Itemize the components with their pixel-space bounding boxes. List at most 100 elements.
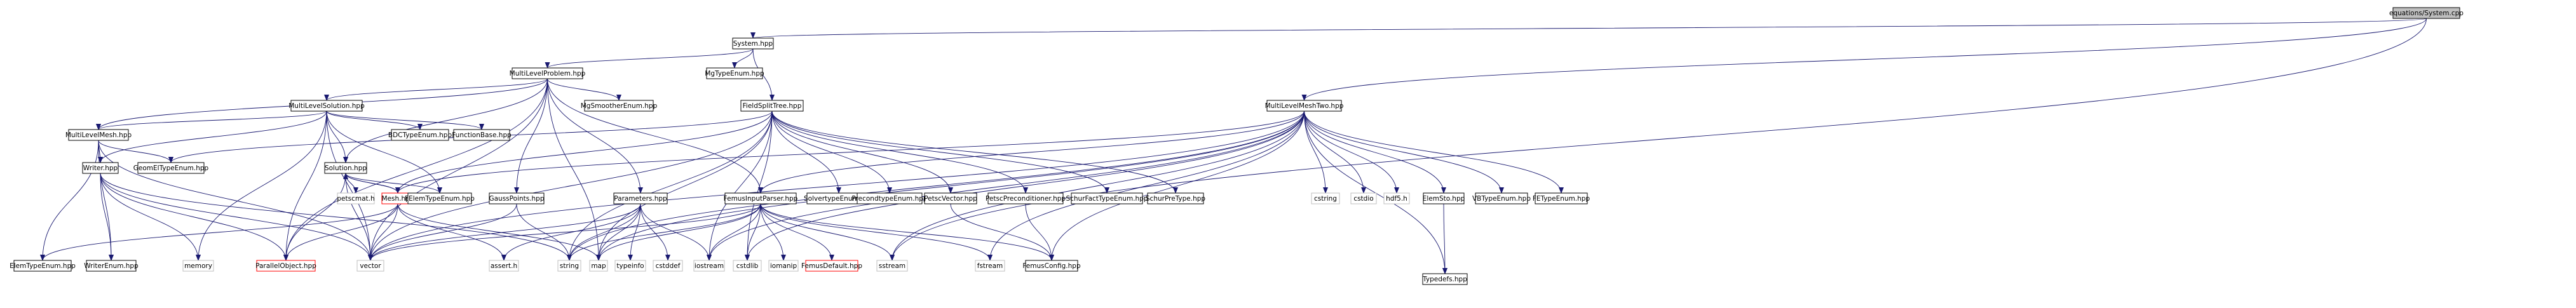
node-box [805, 260, 858, 272]
node-elemtype[interactable]: ElemTypeEnum.hpp [10, 260, 76, 272]
node-label: PetscVector.hpp [924, 195, 977, 203]
node-mlmesh[interactable]: MultiLevelMesh.hpp [65, 129, 132, 141]
node-box [876, 260, 908, 272]
node-fst[interactable]: FieldSplitTree.hpp [740, 100, 804, 112]
node-precond[interactable]: PrecondtypeEnum.hpp [851, 192, 928, 204]
node-box [337, 192, 375, 204]
node-petscmat[interactable]: petscmat.h [337, 192, 375, 204]
node-sstream[interactable]: sstream [876, 260, 908, 272]
node-label: FemusDefault.hpp [801, 262, 862, 270]
node-bdc[interactable]: BDCTypeEnum.hpp [388, 129, 452, 141]
node-solvertype[interactable]: SolvertypeEnum.hpp [804, 192, 874, 204]
node-params[interactable]: Parameters.hpp [613, 192, 668, 204]
node-elemsto[interactable]: ElemSto.hpp [1423, 192, 1465, 204]
node-mgtype[interactable]: MgTypeEnum.hpp [705, 67, 764, 79]
edge-writer-to-memory [100, 173, 201, 261]
edge-femusparser-to-iomanip [760, 203, 786, 261]
edge-mlmesh-to-writerenum [98, 140, 114, 261]
edge-mlmeshtwo-to-cstdio [1304, 110, 1366, 194]
edge-mlsol-to-felem [326, 110, 442, 194]
node-schurpre[interactable]: SchurPreType.hpp [1146, 192, 1206, 204]
node-femusparser[interactable]: FemusInputParser.hpp [724, 192, 798, 204]
node-mgsmoother[interactable]: MgSmootherEnum.hpp [581, 100, 658, 112]
node-typedefs[interactable]: Typedefs.hpp [1422, 273, 1468, 285]
edge-fst-to-precond [771, 110, 892, 194]
node-vbtype[interactable]: VBTypeEnum.hpp [1472, 192, 1531, 204]
edge-petscprec-to-femusconfig [1025, 203, 1054, 261]
edge-mesh-to-parobj [283, 203, 398, 261]
node-petscvec[interactable]: PetscVector.hpp [924, 192, 977, 204]
edge-solution-to-vector [345, 173, 373, 261]
node-map[interactable]: map [589, 260, 608, 272]
node-writer[interactable]: Writer.hpp [82, 162, 119, 174]
node-box [693, 260, 725, 272]
edge-mlmeshtwo-to-vbtype [1304, 110, 1504, 194]
edge-mlp-to-mgsmoother [547, 78, 621, 101]
node-asserth[interactable]: assert.h [489, 260, 519, 272]
edge-mlsol-to-bdc [326, 110, 423, 130]
edge-mlp-to-map [547, 78, 601, 261]
edge-mlp-to-mlsol [324, 78, 548, 101]
edge-layer [40, 18, 2427, 274]
node-label: Mesh.hpp [382, 195, 414, 203]
node-system[interactable]: System.hpp [732, 37, 774, 50]
node-gauss[interactable]: GaussPoints.hpp [489, 192, 545, 204]
edge-petscvec-to-femusconfig [950, 203, 1054, 261]
node-typeinfo[interactable]: typeinfo [614, 260, 646, 272]
node-label: SolvertypeEnum.hpp [804, 195, 874, 203]
node-box [407, 192, 472, 204]
node-label: cstdlib [736, 262, 759, 270]
node-geomel[interactable]: GeomElTypeEnum.hpp [133, 162, 209, 174]
node-box [68, 129, 129, 141]
node-box [1147, 192, 1204, 204]
node-label: Parameters.hpp [614, 195, 667, 203]
node-mlsol[interactable]: MultiLevelSolution.hpp [288, 100, 365, 112]
node-cstdio[interactable]: cstdio [1350, 192, 1377, 204]
node-box [1422, 273, 1468, 285]
node-label: FunctionBase.hpp [452, 131, 512, 139]
node-box [589, 260, 608, 272]
node-root[interactable]: equations/System.cpp [2389, 7, 2464, 19]
node-iostream[interactable]: iostream [693, 260, 725, 272]
node-label: FieldSplitTree.hpp [743, 102, 802, 110]
node-memory[interactable]: memory [182, 260, 214, 272]
edge-mlp-to-vector [368, 78, 548, 261]
edge-femusparser-to-vector [368, 203, 761, 261]
node-femusconfig[interactable]: FemusConfig.hpp [1022, 260, 1081, 272]
edge-fst-to-map [596, 110, 773, 261]
node-schurfact[interactable]: SchurFactTypeEnum.hpp [1066, 192, 1148, 204]
node-box [732, 37, 774, 50]
node-iomanip[interactable]: iomanip [768, 260, 799, 272]
node-writerenum[interactable]: WriterEnum.hpp [84, 260, 139, 272]
edge-mlsol-to-solution [326, 110, 348, 163]
node-label: map [591, 262, 606, 270]
node-label: fstream [977, 262, 1003, 270]
node-mlp[interactable]: MultiLevelProblem.hpp [510, 67, 586, 79]
edge-mlmesh-to-geomel [98, 140, 173, 163]
node-fetype[interactable]: FETypeEnum.hpp [1533, 192, 1590, 204]
node-fstream[interactable]: fstream [975, 260, 1005, 272]
node-box [1535, 192, 1588, 204]
node-femusdefault[interactable]: FemusDefault.hpp [801, 260, 862, 272]
node-box [768, 260, 799, 272]
node-mlmeshtwo[interactable]: MultiLevelMeshTwo.hpp [1265, 100, 1344, 112]
node-box [324, 162, 367, 174]
node-petscprec[interactable]: PetscPreconditioner.hpp [986, 192, 1066, 204]
edge-params-to-cstddef [640, 203, 670, 261]
node-hdf5[interactable]: hdf5.h [1383, 192, 1410, 204]
node-cstdlib[interactable]: cstdlib [733, 260, 762, 272]
node-cstring[interactable]: cstring [1311, 192, 1340, 204]
node-label: Writer.hpp [83, 164, 118, 172]
node-label: GeomElTypeEnum.hpp [133, 164, 209, 172]
node-funcbase[interactable]: FunctionBase.hpp [452, 129, 512, 141]
node-parobj[interactable]: ParallelObject.hpp [255, 260, 316, 272]
node-label: cstring [1314, 195, 1337, 203]
edge-writer-to-string [100, 173, 572, 261]
node-felem[interactable]: FElemTypeEnum.hpp [405, 192, 475, 204]
node-solution[interactable]: Solution.hpp [324, 162, 367, 174]
edge-mesh-to-asserth [397, 203, 506, 261]
node-vector[interactable]: vector [356, 260, 384, 272]
node-cstddef[interactable]: cstddef [653, 260, 683, 272]
node-string[interactable]: string [557, 260, 581, 272]
node-label: MultiLevelMesh.hpp [65, 131, 132, 139]
